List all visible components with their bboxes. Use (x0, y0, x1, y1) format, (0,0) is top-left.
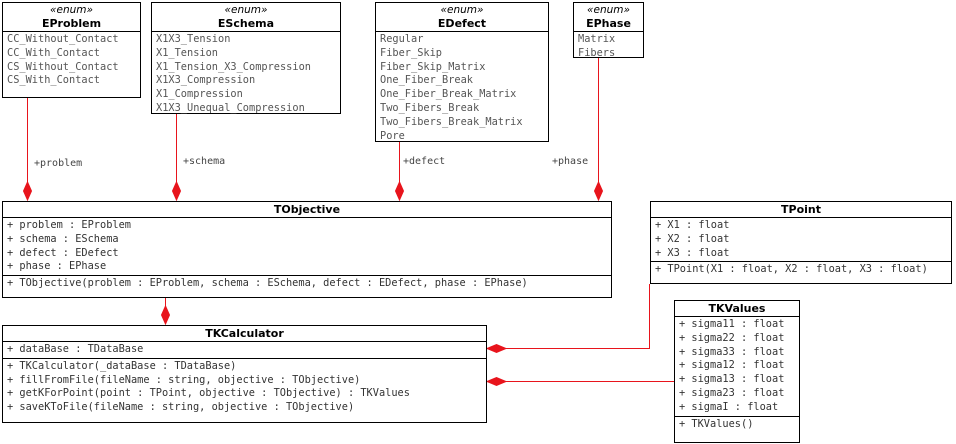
class-attribute: + sigma22 : float (679, 331, 785, 344)
eschema-enum-box[interactable]: «enum» ESchema X1X3_Tension X1_Tension X… (151, 2, 341, 114)
enum-value: Fiber_Skip_Matrix (380, 60, 486, 73)
eproblem-name: EProblem (41, 17, 102, 30)
class-attribute: + schema : ESchema (7, 232, 119, 245)
tkvalues-name: TKValues (708, 302, 766, 315)
values-composition-diamond (485, 376, 508, 387)
enum-value: Matrix (578, 33, 616, 45)
phase-role-label: +phase (552, 156, 588, 167)
enum-value: X1X3_Tension (156, 33, 231, 45)
schema-role-label: +schema (183, 156, 225, 167)
class-attribute: + phase : EPhase (7, 260, 107, 273)
class-operation: + TKValues() (679, 417, 754, 430)
class-operation: + TKCalculator(_dataBase : TDataBase) (7, 359, 237, 372)
enum-stereotype: «enum» (440, 4, 484, 16)
problem-composition-diamond (22, 180, 33, 202)
enum-value: CS_Without_Contact (7, 60, 119, 73)
class-attribute: + X2 : float (655, 232, 730, 245)
class-attribute: + sigma33 : float (679, 345, 785, 358)
tkcalculator-name: TKCalculator (205, 327, 284, 340)
tobjective-class-box[interactable]: TObjective + problem : EProblem + schema… (2, 201, 612, 298)
eschema-name: ESchema (217, 17, 275, 30)
class-operation: + getKForPoint(point : TPoint, objective… (7, 387, 410, 400)
enum-value: Fibers (578, 46, 616, 59)
class-attribute: + defect : EDefect (7, 246, 119, 259)
enum-value: Fiber_Skip (380, 46, 442, 59)
enum-value: One_Fiber_Break_Matrix (380, 88, 517, 101)
enum-value: X1_Tension (156, 46, 218, 59)
class-attribute: + sigmaI : float (679, 400, 779, 413)
class-attribute: + X1 : float (655, 219, 730, 231)
point-composition-diamond (485, 343, 508, 354)
tobjective-name: TObjective (273, 203, 341, 216)
tkcalculator-class-box[interactable]: TKCalculator + dataBase : TDataBase + TK… (2, 325, 487, 423)
defect-role-label: +defect (403, 156, 445, 167)
objective-composition-diamond (160, 304, 171, 326)
tkvalues-class-box[interactable]: TKValues + sigma11 : float + sigma22 : f… (674, 300, 800, 443)
enum-value: Pore (380, 129, 405, 142)
enum-value: X1_Compression (156, 88, 243, 101)
class-attribute: + X3 : float (655, 246, 730, 259)
class-operation: + fillFromFile(fileName : string, object… (7, 373, 361, 386)
class-attribute: + sigma11 : float (679, 318, 785, 330)
enum-value: CS_With_Contact (7, 74, 100, 87)
ephase-enum-box[interactable]: «enum» EPhase Matrix Fibers (573, 2, 644, 59)
tpoint-class-box[interactable]: TPoint + X1 : float + X2 : float + X3 : … (650, 201, 952, 284)
enum-value: One_Fiber_Break (380, 74, 473, 87)
point-association-line (506, 284, 650, 349)
class-operation: + TPoint(X1 : float, X2 : float, X3 : fl… (655, 263, 928, 276)
enum-value: Two_Fibers_Break (380, 101, 480, 114)
enum-value: CC_Without_Contact (7, 33, 119, 45)
enum-stereotype: «enum» (224, 4, 268, 16)
edefect-name: EDefect (437, 17, 487, 30)
edefect-enum-box[interactable]: «enum» EDefect Regular Fiber_Skip Fiber_… (375, 2, 549, 142)
enum-value: CC_With_Contact (7, 46, 100, 59)
enum-value: X1X3_Unequal_Compression (156, 101, 305, 114)
ephase-name: EPhase (586, 17, 631, 30)
class-attribute: + problem : EProblem (7, 219, 131, 231)
class-operation: + TObjective(problem : EProblem, schema … (7, 277, 528, 290)
class-attribute: + sigma23 : float (679, 386, 785, 399)
schema-composition-diamond (171, 180, 182, 202)
class-attribute: + sigma13 : float (679, 373, 785, 386)
enum-stereotype: «enum» (50, 4, 93, 16)
enum-value: X1_Tension_X3_Compression (156, 60, 311, 73)
class-attribute: + sigma12 : float (679, 359, 785, 372)
class-attribute: + dataBase : TDataBase (7, 343, 144, 355)
class-operation: + saveKToFile(fileName : string, objecti… (7, 401, 355, 414)
tpoint-name: TPoint (781, 203, 821, 216)
defect-composition-diamond (394, 180, 405, 202)
enum-value: Regular (380, 33, 424, 45)
problem-role-label: +problem (34, 158, 82, 169)
phase-composition-diamond (593, 180, 604, 202)
enum-value: Two_Fibers_Break_Matrix (380, 115, 523, 128)
enum-stereotype: «enum» (587, 4, 630, 16)
enum-value: X1X3_Compression (156, 74, 256, 87)
eproblem-enum-box[interactable]: «enum» EProblem CC_Without_Contact CC_Wi… (2, 2, 141, 98)
